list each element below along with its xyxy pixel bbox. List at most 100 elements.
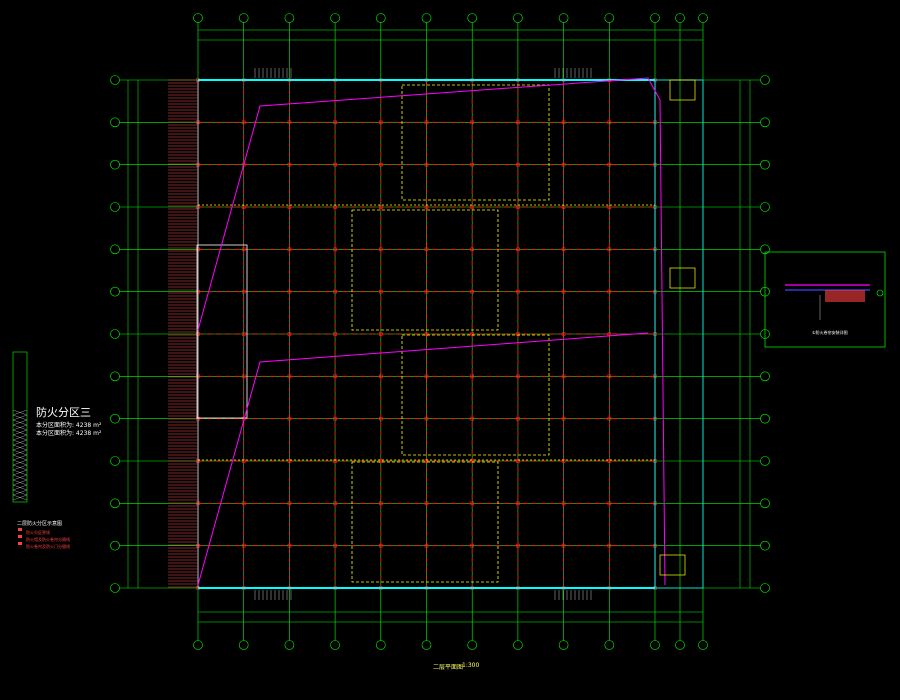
column [378,374,383,379]
mini-hatch [12,444,28,451]
mini-hatch [12,439,28,446]
mini-hatch [12,424,28,431]
column [607,374,612,379]
column [241,289,246,294]
column [424,374,429,379]
column [333,543,337,548]
column [378,289,383,294]
mini-hatch [12,474,28,481]
axis-bubble [513,13,523,23]
mini-hatch [12,429,28,436]
axis-bubble [110,329,120,339]
column [561,205,566,209]
axis-bubble [760,159,770,170]
column [424,247,429,252]
column [378,120,383,125]
room-outline [401,334,550,456]
column [241,332,246,336]
column [516,501,520,506]
axis-bubble [110,286,120,297]
stair-box [659,554,686,576]
legend-item-firewall: 防火墙及防火卷帘分隔线 [26,537,70,542]
column [241,459,246,463]
column [470,459,475,463]
detail-frame [764,251,886,348]
column [516,120,520,125]
column [378,459,383,463]
vertical-grid-lines [197,18,704,645]
column [607,501,612,506]
axis-bubble [238,13,249,23]
column [561,247,566,252]
axis-bubble [604,13,615,23]
axis-bubble [698,640,708,650]
column [287,543,292,548]
detail-box [764,251,886,348]
column [378,205,383,209]
axis-bubble [760,540,770,551]
column [333,459,337,463]
column [287,416,292,421]
column [516,205,520,209]
column [516,247,520,252]
axis-bubble [760,202,770,212]
axis-bubble [760,583,770,593]
column [470,543,475,548]
axis-bubble [675,13,685,23]
column [470,332,475,336]
dimension-lines [127,29,751,623]
axis-bubble [193,13,203,23]
column [516,162,520,167]
axis-bubble [238,640,249,650]
axis-bubble [110,117,120,128]
column [333,501,337,506]
axis-bubble [110,413,120,424]
column [561,374,566,379]
column [287,247,292,252]
axis-bubble [110,583,120,593]
axis-bubble [375,13,386,23]
mini-hatch [12,494,28,501]
column [561,416,566,421]
axis-bubble [467,640,478,650]
column [607,205,612,209]
stair-box [669,267,696,289]
axis-bubble [760,413,770,424]
room-outline [351,461,499,583]
column [287,289,292,294]
outer-walls [196,79,704,589]
axis-bubble [558,640,569,650]
office-block [196,244,248,419]
axis-bubble [467,13,478,23]
legend-title: 二层防火分区示意图 [17,521,63,527]
fire-zone-title: 防火分区三 [36,406,91,419]
column [470,416,475,421]
column [561,120,566,125]
axis-bubble [284,13,295,23]
axis-bubble [760,498,770,509]
axis-bubble [760,456,770,466]
column [287,332,292,336]
legend-swatch [18,528,22,531]
axis-bubble [760,371,770,382]
axis-bubble [110,244,120,255]
column [424,332,429,336]
axis-bubble [760,75,770,85]
column [333,332,337,336]
mini-hatch [12,459,28,466]
axis-bubble [698,13,708,23]
axis-bubble [421,13,432,23]
mini-hatch [12,409,28,416]
axis-bubble [193,640,203,650]
column [333,247,337,252]
zone-boundary-upper [197,77,666,586]
column [607,543,612,548]
column [470,205,475,209]
column [333,416,337,421]
mini-hatch [12,454,28,461]
axis-bubble [513,640,523,650]
column [333,120,337,125]
column [607,162,612,167]
stair-box [669,79,696,101]
